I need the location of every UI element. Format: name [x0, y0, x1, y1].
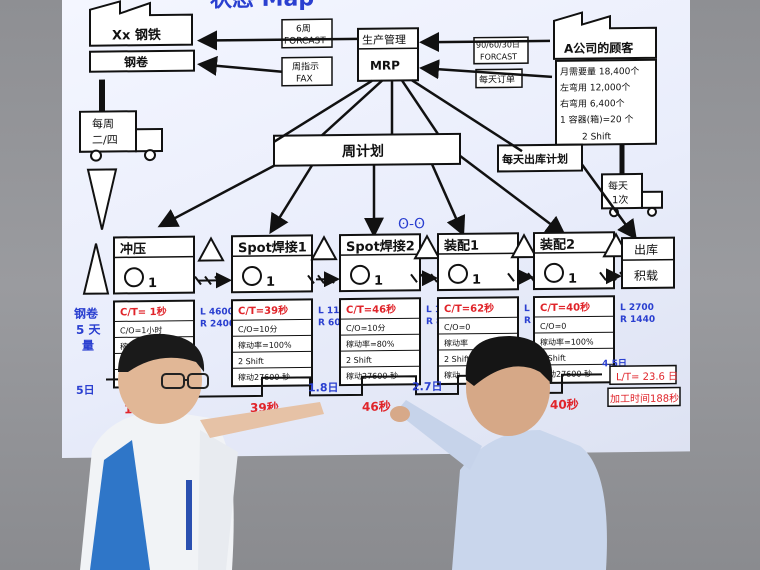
daily-ship-plan-box: [497, 143, 583, 173]
operator-count: 1: [148, 276, 157, 291]
process-data-row: C/O=10分: [346, 324, 385, 333]
process-data-row: C/O=1小时: [120, 325, 162, 335]
control-title: 生产管理: [362, 32, 406, 46]
truck-right: 每天 1次: [601, 172, 663, 218]
truck-left: 每周 二/四: [79, 110, 163, 162]
timeline-days: 2.7日: [412, 380, 442, 393]
shipping-name: 出库: [634, 242, 658, 257]
process-data-row: C/O=0: [444, 323, 470, 332]
cycle-time: C/T=39秒: [238, 304, 288, 318]
customer-name: A公司的顾客: [564, 40, 634, 56]
truck-right-line2: 1次: [612, 193, 628, 206]
timeline-seconds: 46秒: [362, 399, 391, 414]
fax-line1: 周指示: [292, 60, 319, 72]
process-data-row: 稼动率=100%: [238, 340, 292, 351]
projector-screen: 状态 Map Xx 钢铁 钢卷 6周 FORCAST 周指示 FAX 生产管理 …: [62, 0, 690, 458]
forecast-right-line1: 90/60/30日: [476, 40, 520, 49]
process-data-row: C/O=0: [540, 322, 566, 331]
truck-left-line2: 二/四: [92, 133, 118, 146]
process-name: 装配1: [443, 238, 479, 254]
process-name: Spot焊接2: [346, 238, 415, 255]
daily-order: 每天订单: [479, 73, 515, 85]
supplier-factory: Xx 钢铁 钢卷: [89, 0, 195, 73]
process-name: Spot焊接1: [238, 239, 307, 256]
inventory-right: R 600: [318, 318, 347, 328]
production-control-box: [357, 27, 419, 82]
timeline-days: 1.8日: [308, 381, 338, 394]
map-title: 状态 Map: [210, 0, 314, 12]
shipping-box: [621, 236, 675, 290]
timeline-days: 5日: [76, 384, 95, 397]
cycle-time: C/T= 1秒: [120, 305, 167, 318]
shipping-action: 积载: [634, 269, 658, 283]
weekly-plan: 周计划: [342, 143, 384, 160]
timeline-days: 4.5日: [602, 358, 627, 369]
process-data-row: 稼动率=100%: [540, 336, 594, 347]
customer-row-2: 左弯用 12,000个: [560, 81, 630, 94]
value-stream-map: 状态 Map Xx 钢铁 钢卷 6周 FORCAST 周指示 FAX 生产管理 …: [74, 0, 681, 416]
process-data-row: 稼动: [444, 370, 460, 380]
timeline-seconds: 40秒: [550, 397, 579, 412]
forecast-right-line2: FORCAST: [480, 52, 517, 61]
supplier-name: Xx 钢铁: [112, 27, 161, 44]
customer-row-5: 2 Shift: [582, 132, 612, 142]
process-data-row: 稼动率=80%: [346, 339, 395, 350]
glasses-doodle: ʘ-ʘ: [398, 216, 425, 232]
forecast-left-line2: FORCAST: [284, 36, 326, 46]
truck-left-line1: 每周: [92, 116, 114, 130]
process-name: 冲压: [120, 241, 146, 257]
operator-count: 1: [568, 272, 577, 287]
truck-right-line1: 每天: [608, 179, 628, 192]
customer-row-1: 月需要量 18,400个: [560, 66, 639, 78]
supplier-material: 钢卷: [124, 54, 149, 69]
operator-icon: [124, 267, 144, 288]
operator-count: 1: [374, 274, 383, 289]
daily-ship-plan: 每天出库计划: [502, 152, 568, 167]
inventory-right: R 2400: [200, 319, 235, 329]
lead-time: L/T= 23.6 日: [616, 372, 678, 384]
person-left: [80, 333, 324, 570]
process-time: 加工时间188秒: [610, 392, 679, 406]
cycle-time: C/T=40秒: [540, 300, 590, 314]
process-data-row: 稼动率: [444, 338, 468, 348]
process-data-row: 2 Shift: [540, 354, 566, 363]
operator-icon: [448, 263, 468, 284]
cycle-time: C/T=46秒: [346, 303, 396, 317]
inventory-left: L 2700: [620, 303, 654, 313]
process-data-row: 2 Shift: [346, 356, 372, 365]
customer-factory: A公司的顾客 月需要量 18,400个 左弯用 12,000个 右弯用 6,40…: [553, 11, 657, 146]
mrp-label: MRP: [370, 58, 400, 72]
inv-first-l1: 钢卷: [74, 306, 99, 321]
operator-count: 1: [472, 273, 481, 288]
weekly-plan-box: [273, 132, 461, 167]
operator-icon: [350, 264, 370, 285]
timeline-seconds: 1: [124, 402, 132, 416]
inv-first-l3: 量: [82, 339, 94, 353]
process-data-row: 2 Shift: [238, 357, 264, 366]
person-right: [390, 336, 607, 570]
customer-row-3: 右弯用 6,400个: [560, 97, 625, 110]
operator-count: 1: [266, 275, 275, 290]
inv-first-l2: 5 天: [76, 323, 102, 337]
customer-row-4: 1 容器(箱)=20 个: [560, 113, 633, 126]
process-data-row: C/O=10分: [238, 325, 277, 334]
operator-icon: [544, 262, 564, 283]
inventory-right: R 1440: [620, 315, 655, 325]
operator-icon: [242, 266, 262, 287]
process-data-row: 2 Shift: [444, 355, 470, 364]
forecast-left-line1: 6周: [296, 23, 311, 34]
process-name: 装配2: [539, 237, 575, 253]
cycle-time: C/T=62秒: [444, 301, 494, 315]
inventory-left: L 4600: [200, 307, 234, 317]
fax-line2: FAX: [296, 74, 313, 84]
inventory-left: L 1100: [318, 306, 352, 316]
